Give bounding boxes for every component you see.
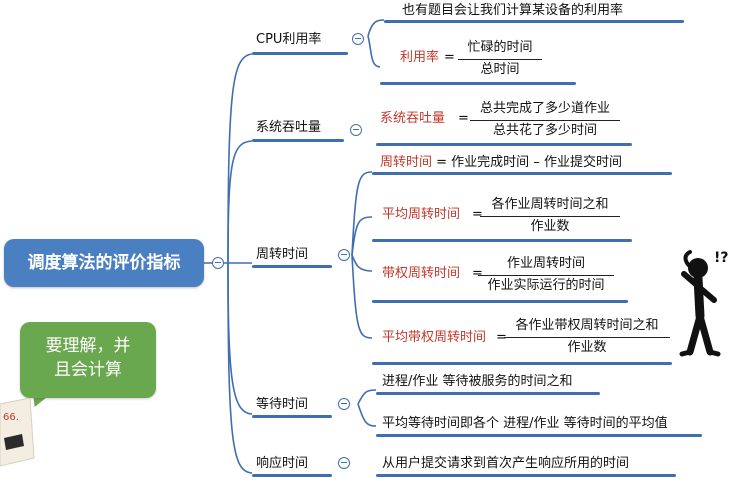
note-line-1: 要理解，并 xyxy=(45,336,131,356)
connector-throughput xyxy=(227,140,253,264)
waiting-item-1-underline xyxy=(376,392,600,395)
f2-name: 平均周转时间 xyxy=(382,207,461,222)
f4-underline xyxy=(372,362,672,365)
root-node[interactable]: 调度算法的评价指标 xyxy=(4,239,204,287)
branch-cpu-underline xyxy=(252,52,348,55)
f2-underline xyxy=(372,239,632,242)
cpu-formula-underline xyxy=(380,82,576,85)
f1-underline xyxy=(372,172,672,175)
branch-response-underline xyxy=(252,474,332,477)
connector-f1 xyxy=(351,171,373,256)
root-label: 调度算法的评价指标 xyxy=(27,253,181,273)
turnaround-f1: 周转时间 = 作业完成时间 – 作业提交时间 xyxy=(380,155,622,171)
throughput-formula-underline xyxy=(376,143,632,146)
waiting-item-2-underline xyxy=(376,434,702,437)
f3-name: 带权周转时间 xyxy=(382,266,461,281)
connector-cpu-desc xyxy=(367,19,385,37)
f4-name: 平均带权周转时间 xyxy=(382,330,487,345)
throughput-denominator: 总共花了多少时间 xyxy=(492,123,597,138)
throughput-fraction: 总共完成了多少道作业 总共花了多少时间 xyxy=(470,101,620,139)
connector-wait-2 xyxy=(357,403,377,427)
fraction-bar xyxy=(480,216,620,217)
branch-waiting-underline xyxy=(252,415,332,418)
f2-eq: = xyxy=(472,207,483,222)
f3-fraction: 作业周转时间 作业实际运行的时间 xyxy=(478,256,614,294)
f2-numerator: 各作业周转时间之和 xyxy=(491,197,609,212)
cpu-denominator: 总时间 xyxy=(480,62,520,77)
svg-text:66.: 66. xyxy=(3,412,19,423)
cpu-desc-underline xyxy=(384,20,684,23)
response-item-1-underline xyxy=(376,474,676,477)
fraction-bar xyxy=(478,275,614,276)
connector-wait-1 xyxy=(357,389,377,405)
confused-person-icon: !? xyxy=(679,250,729,357)
f2-denominator: 作业数 xyxy=(530,219,570,234)
collapse-minus-icon[interactable] xyxy=(352,33,364,45)
f4-eq: = xyxy=(496,330,507,345)
connector-cpu-formula xyxy=(367,35,381,68)
f3-underline xyxy=(372,300,628,303)
note-line-2: 且会计算 xyxy=(54,360,122,380)
cpu-formula-eq: = xyxy=(444,50,455,65)
cpu-fraction: 忙碌的时间 总时间 xyxy=(458,40,542,78)
throughput-numerator: 总共完成了多少道作业 xyxy=(479,101,610,116)
collapse-minus-icon[interactable] xyxy=(338,398,350,410)
branch-cpu-label: CPU利用率 xyxy=(256,32,322,47)
throughput-formula-eq: = xyxy=(458,111,469,126)
branch-throughput-label: 系统吞吐量 xyxy=(256,120,322,135)
branch-turnaround-underline xyxy=(252,265,332,268)
f1-rest: = 作业完成时间 – 作业提交时间 xyxy=(432,155,622,170)
connector-f3 xyxy=(351,254,373,272)
connector-waiting xyxy=(227,262,253,415)
paper-scrap-icon: 66. xyxy=(0,398,35,467)
waiting-item-1: 进程/作业 等待被服务的时间之和 xyxy=(382,374,573,389)
throughput-formula-name: 系统吞吐量 xyxy=(380,111,446,126)
f3-eq: = xyxy=(472,266,483,281)
f1-name: 周转时间 xyxy=(380,155,433,170)
collapse-minus-icon[interactable] xyxy=(338,457,350,469)
note-bubble: 要理解，并 且会计算 xyxy=(20,322,156,398)
collapse-minus-icon[interactable] xyxy=(338,249,350,261)
f4-denominator: 作业数 xyxy=(567,340,607,355)
collapse-minus-icon[interactable] xyxy=(212,257,224,269)
fraction-bar xyxy=(470,120,620,121)
collapse-minus-icon[interactable] xyxy=(350,124,362,136)
waiting-item-2: 平均等待时间即各个 进程/作业 等待时间的平均值 xyxy=(382,416,668,431)
connector-f4 xyxy=(351,254,373,339)
branch-turnaround-label: 周转时间 xyxy=(256,247,309,262)
svg-text:!?: !? xyxy=(714,250,729,266)
f4-fraction: 各作业带权周转时间之和 作业数 xyxy=(504,318,670,356)
cpu-numerator: 忙碌的时间 xyxy=(467,40,533,55)
f4-numerator: 各作业带权周转时间之和 xyxy=(515,318,659,333)
fraction-bar xyxy=(458,59,542,60)
branch-response-label: 响应时间 xyxy=(256,456,309,471)
connector-cpu xyxy=(227,53,253,264)
connector-f2 xyxy=(351,216,373,256)
f2-fraction: 各作业周转时间之和 作业数 xyxy=(480,197,620,235)
response-item-1: 从用户提交请求到首次产生响应所用的时间 xyxy=(382,456,630,471)
f3-numerator: 作业周转时间 xyxy=(506,256,585,271)
branch-waiting-label: 等待时间 xyxy=(256,397,309,412)
cpu-formula-name: 利用率 xyxy=(400,50,440,65)
connector-response xyxy=(227,262,253,474)
fraction-bar xyxy=(504,337,670,338)
f3-denominator: 作业实际运行的时间 xyxy=(487,278,605,293)
branch-throughput-underline xyxy=(252,139,344,142)
cpu-desc: 也有题目会让我们计算某设备的利用率 xyxy=(402,3,624,18)
